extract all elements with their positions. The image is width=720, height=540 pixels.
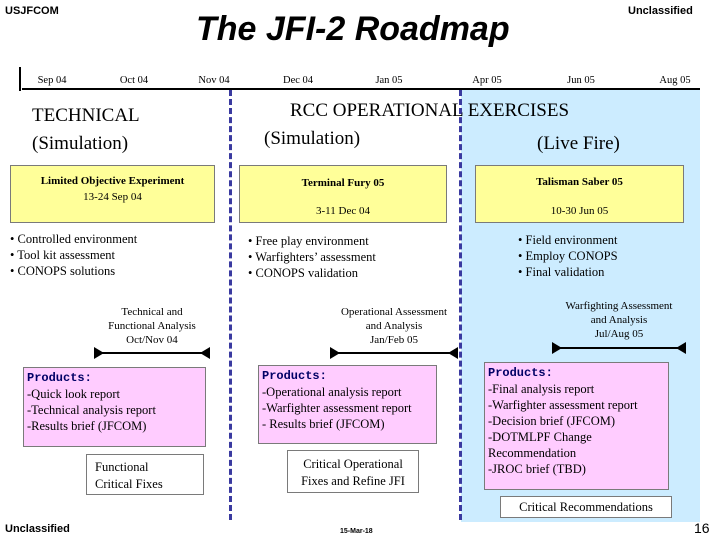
event-name: Limited Objective Experiment (40, 175, 185, 187)
analysis-node-warfighting: Warfighting Assessment and Analysis Jul/… (565, 300, 673, 340)
product-item: Recommendation (488, 446, 577, 460)
fixes-box-operational: Critical Operational Fixes and Refine JF… (287, 450, 419, 493)
product-item: -Final analysis report (488, 382, 595, 396)
product-item: -Operational analysis report (262, 385, 402, 399)
product-item: -Technical analysis report (27, 403, 156, 417)
timeline-axis (22, 88, 700, 90)
event-box-loe: Limited Objective Experiment 13-24 Sep 0… (10, 165, 215, 223)
bullet-list-loe: • Controlled environment • Tool kit asse… (10, 231, 137, 279)
tick-label: Nov 04 (198, 75, 230, 86)
tick-label: Sep 04 (37, 75, 67, 86)
product-item: -Warfighter assessment report (262, 401, 412, 415)
slide-date: 15-Mar-18 (340, 528, 373, 535)
fixes-box-functional: Functional Critical Fixes (86, 454, 204, 495)
tick-label: Jun 05 (567, 75, 595, 86)
org-label: USJFCOM (5, 5, 59, 17)
event-name: Terminal Fury 05 (301, 177, 385, 189)
fixes-box-recommendations: Critical Recommendations (500, 496, 672, 518)
event-name: Talisman Saber 05 (536, 176, 623, 188)
product-item: -Results brief (JFCOM) (27, 419, 147, 433)
products-heading: Products: (27, 371, 92, 385)
rcc-simulation-heading: (Simulation) (264, 128, 361, 149)
products-heading: Products: (262, 369, 327, 383)
analysis-period-arrow (330, 347, 458, 359)
bullet-item: • Field environment (518, 233, 618, 247)
tick-label: Aug 05 (659, 75, 691, 86)
event-box-talisman-saber: Talisman Saber 05 10-30 Jun 05 (475, 165, 684, 223)
tick-label: Dec 04 (282, 75, 314, 86)
bullet-list-terminal-fury: • Free play environment • Warfighters’ a… (248, 233, 376, 281)
bullet-item: • Free play environment (248, 234, 369, 248)
products-box-operational: Products: -Operational analysis report -… (258, 365, 437, 444)
rcc-live-fire-heading: (Live Fire) (537, 133, 620, 154)
page-number: 16 (694, 520, 710, 536)
page-title: The JFI-2 Roadmap (196, 10, 510, 48)
products-box-technical: Products: -Quick look report -Technical … (23, 367, 206, 447)
tick-label: Oct 04 (119, 75, 149, 86)
divider-sim-live (459, 90, 462, 520)
timeline-start-marker (19, 67, 21, 91)
analysis-node-technical: Technical and Functional Analysis Oct/No… (108, 306, 196, 346)
bullet-item: • CONOPS solutions (10, 264, 116, 278)
event-dates: 3-11 Dec 04 (316, 205, 370, 217)
rcc-heading: RCC OPERATIONAL EXERCISES (290, 100, 570, 121)
event-dates: 13-24 Sep 04 (83, 191, 142, 203)
product-item: -JROC brief (TBD) (488, 462, 586, 476)
product-item: -DOTMLPF Change (488, 430, 592, 444)
analysis-node-operational: Operational Assessment and Analysis Jan/… (340, 306, 447, 346)
product-item: -Warfighter assessment report (488, 398, 638, 412)
products-box-warfighting: Products: -Final analysis report -Warfig… (484, 362, 669, 490)
event-box-terminal-fury: Terminal Fury 05 3-11 Dec 04 (239, 165, 447, 223)
product-item: - Results brief (JFCOM) (262, 417, 385, 431)
bullet-item: • Final validation (518, 265, 605, 279)
analysis-period-arrow (94, 347, 210, 359)
event-dates: 10-30 Jun 05 (550, 205, 609, 217)
divider-technical-rcc (229, 90, 232, 520)
bullet-list-talisman-saber: • Field environment • Employ CONOPS • Fi… (518, 232, 618, 280)
analysis-period-arrow (552, 342, 686, 354)
tick-label: Jan 05 (375, 75, 403, 86)
product-item: -Decision brief (JFCOM) (488, 414, 616, 428)
product-item: -Quick look report (27, 387, 121, 401)
classification-bottom: Unclassified (5, 523, 70, 535)
classification-top: Unclassified (628, 5, 693, 17)
tick-label: Apr 05 (472, 75, 502, 86)
technical-subheading: (Simulation) (32, 133, 129, 154)
bullet-item: • Warfighters’ assessment (248, 250, 376, 264)
products-heading: Products: (488, 366, 553, 380)
technical-heading: TECHNICAL (32, 105, 140, 126)
bullet-item: • CONOPS validation (248, 266, 358, 280)
bullet-item: • Controlled environment (10, 232, 138, 246)
bullet-item: • Tool kit assessment (10, 248, 116, 262)
bullet-item: • Employ CONOPS (518, 249, 618, 263)
